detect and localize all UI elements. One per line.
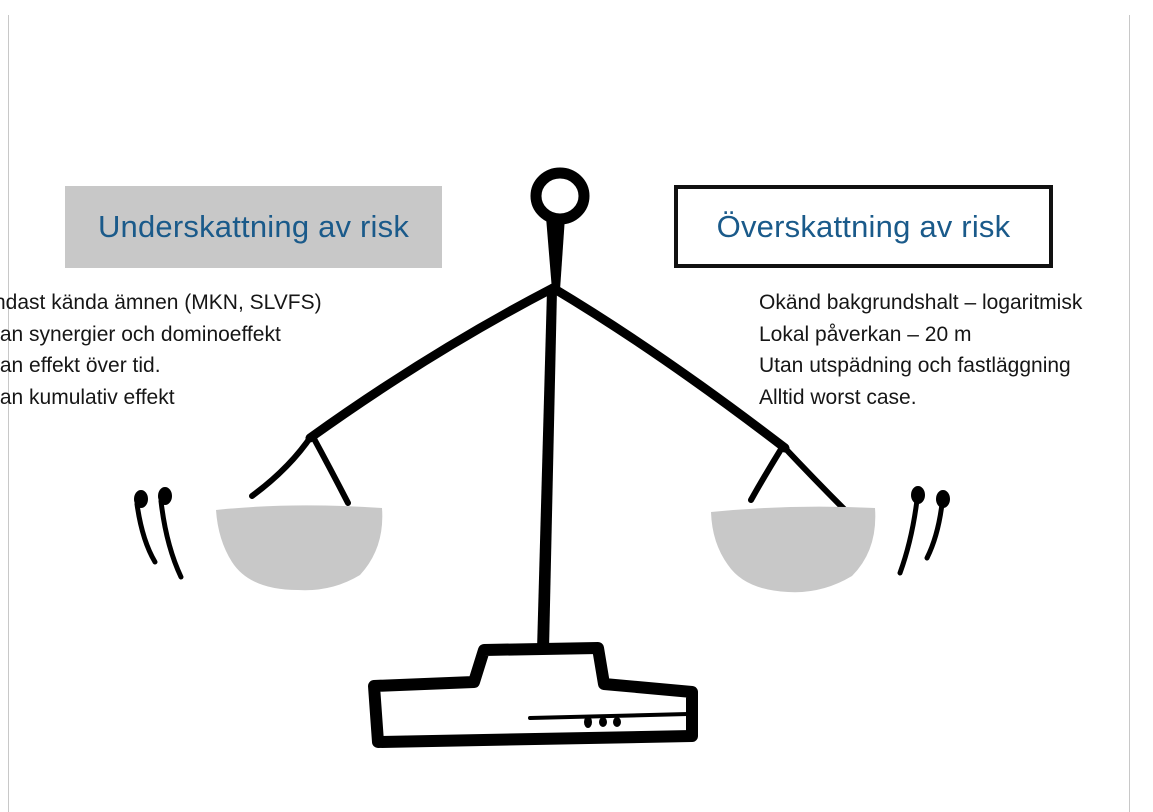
right-hanger <box>748 443 848 513</box>
overestimation-title-box: Överskattning av risk <box>674 185 1053 268</box>
scale-post <box>537 290 557 650</box>
right-motion-marks <box>897 486 950 576</box>
list-item: Alltid worst case. <box>759 385 917 409</box>
list-item: Lokal påverkan – 20 m <box>759 322 972 346</box>
list-item: tan kumulativ effekt <box>0 385 175 409</box>
left-beam <box>305 283 558 443</box>
left-pan <box>216 505 383 591</box>
underestimation-title: Underskattning av risk <box>97 209 410 244</box>
overestimation-title: Överskattning av risk <box>716 208 1011 244</box>
list-item: tan effekt över tid. <box>0 354 161 377</box>
right-beam <box>548 283 790 453</box>
scale-neck <box>546 217 565 290</box>
list-item: Utan utspädning och fastläggning <box>759 354 1071 377</box>
underestimation-title-box: Underskattning av risk <box>65 186 442 268</box>
scale-top-ring <box>530 167 590 225</box>
list-item: Okänd bakgrundshalt – logaritmisk <box>759 291 1083 314</box>
right-pan <box>711 506 876 593</box>
underestimation-list: ndast kända ämnen (MKN, SLVFS) tan syner… <box>0 287 322 413</box>
left-hanger <box>249 432 351 506</box>
slide-right-border <box>1129 15 1130 812</box>
left-motion-marks <box>134 487 184 580</box>
scale-base <box>368 642 698 748</box>
list-item: ndast kända ämnen (MKN, SLVFS) <box>0 291 322 314</box>
slide-left-border <box>8 15 9 812</box>
list-item: tan synergier och dominoeffekt <box>0 322 281 346</box>
overestimation-list: Okänd bakgrundshalt – logaritmisk Lokal … <box>759 287 1129 413</box>
